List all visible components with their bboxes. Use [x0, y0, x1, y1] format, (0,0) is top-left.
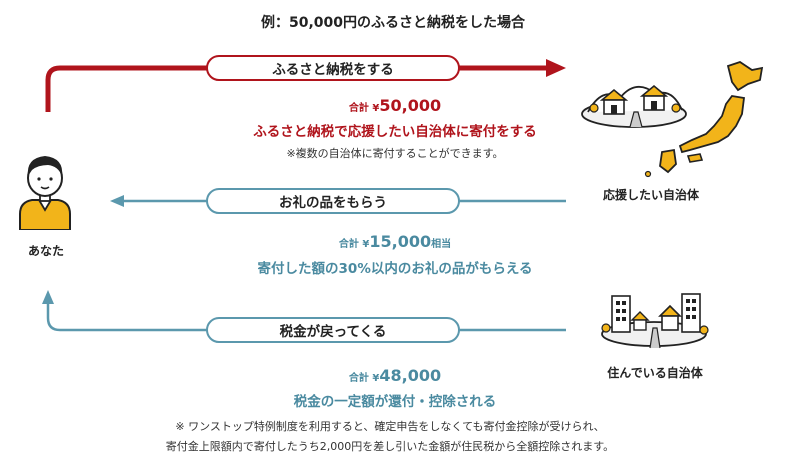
- blue-flow-arrow-tax: [46, 302, 566, 332]
- red-arrow-head: [546, 59, 566, 77]
- flow1-total-prefix: 合計 ¥: [348, 103, 380, 114]
- blue-arrow-head-tax: [42, 290, 54, 304]
- you-label: あなた: [27, 244, 64, 258]
- city-icon: [601, 293, 709, 349]
- village-icon: [581, 84, 687, 128]
- blue-arrow-head-gift: [110, 195, 124, 207]
- support-municipality-label: 応援したい自治体: [602, 188, 699, 202]
- pill-receive-gift: お礼の品をもらう: [206, 188, 460, 214]
- diagram-title: 例：50,000円のふるさと納税をした場合: [260, 15, 526, 31]
- red-flow-arrow: [45, 65, 548, 112]
- flow1-note: ※複数の自治体に寄付することができます。: [286, 147, 504, 160]
- flow2-description: 寄付した額の30%以内のお礼の品がもらえる: [257, 261, 533, 277]
- japan-map-icon: [644, 61, 764, 178]
- pill-furusato-donation: ふるさと納税をする: [206, 55, 460, 81]
- flow1-total: 合計 ¥50,000: [150, 96, 640, 115]
- flow3-note-line2: 寄付金上限額内で寄付したうち2,000円を差し引いた金額が住民税から全額控除され…: [165, 440, 615, 453]
- flow2-total-value: 15,000: [369, 232, 432, 251]
- flow2-total-prefix: 合計 ¥: [338, 239, 370, 250]
- flow3-note-line1: ※ ワンストップ特例制度を利用すると、確定申告をしなくても寄付金控除が受けられ、: [175, 420, 605, 433]
- flow3-description: 税金の一定額が還付・控除される: [293, 394, 497, 410]
- person-icon: [19, 156, 71, 230]
- flow1-total-value: 50,000: [379, 96, 442, 115]
- flow3-total: 合計 ¥48,000: [150, 366, 640, 385]
- flow2-total-suffix: 相当: [431, 239, 452, 250]
- flow3-total-prefix: 合計 ¥: [348, 373, 380, 384]
- flow1-description: ふるさと納税で応援したい自治体に寄付をする: [253, 124, 537, 140]
- pill-tax-return: 税金が戻ってくる: [206, 317, 460, 343]
- flow3-total-value: 48,000: [379, 366, 442, 385]
- flow2-total: 合計 ¥15,000相当: [150, 232, 640, 251]
- home-municipality-label: 住んでいる自治体: [607, 366, 703, 380]
